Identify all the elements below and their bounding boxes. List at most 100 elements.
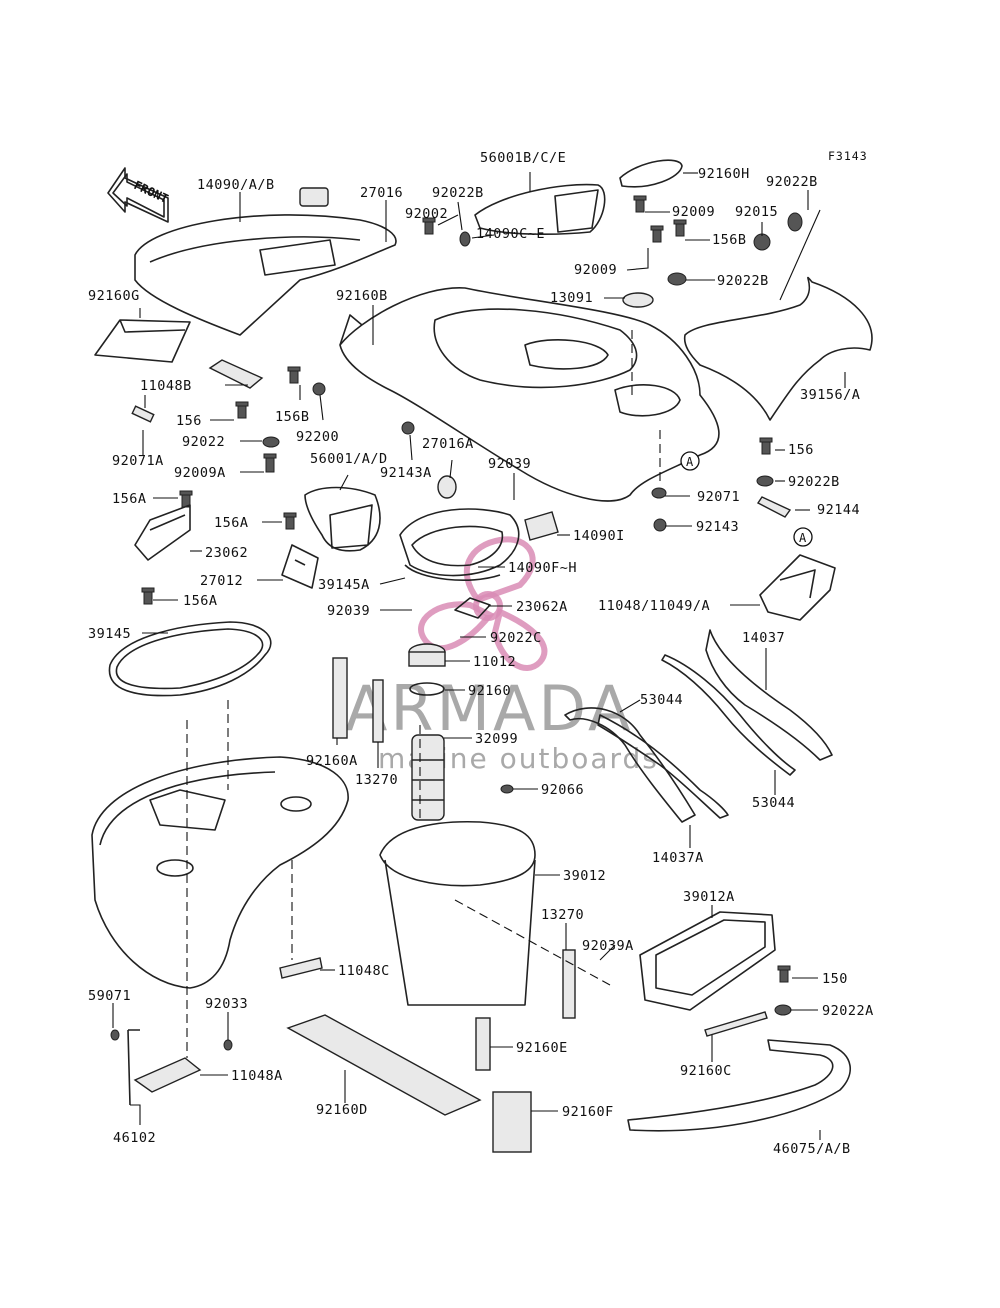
watermark-propeller-icon: [418, 536, 548, 671]
front-label: FRONT: [132, 178, 171, 206]
dashed-guides: [186, 330, 661, 1058]
meter-housing: [399, 475, 520, 581]
part-label: 92160D: [316, 1102, 368, 1118]
pad-92160H: [619, 159, 683, 188]
leader-lines: [112, 172, 846, 1140]
part-label: 11012: [473, 654, 516, 670]
part-label: 92022B: [788, 474, 840, 490]
part-label: 92022B: [717, 273, 769, 289]
bracket-11048-11049: [759, 554, 836, 621]
tray-39012A: [639, 911, 776, 1011]
callout-a-lower-label: A: [799, 531, 807, 545]
part-label: 92160C: [680, 1063, 732, 1079]
front-arrow-icon: [107, 167, 169, 223]
part-label: 14037A: [652, 850, 704, 866]
part-label: 156: [788, 442, 814, 458]
handle-46075: [627, 1039, 852, 1132]
pad-92160F: [492, 1091, 532, 1153]
callout-a-upper-label: A: [686, 455, 694, 469]
part-label: 39012A: [683, 889, 735, 905]
part-label: 92160G: [88, 288, 140, 304]
clip-92071A: [131, 405, 155, 423]
part-label: 14090I: [573, 528, 625, 544]
mount-13091: [622, 292, 654, 308]
rod-46102: [127, 1029, 140, 1106]
callout-a-lower: [793, 527, 813, 547]
part-label: 92160F: [562, 1104, 614, 1120]
bracket-11048A: [133, 1057, 202, 1093]
deck-inner-frame: [433, 308, 638, 389]
part-label: 14090/A/B: [197, 177, 275, 193]
pad-92160A: [332, 657, 348, 739]
pad-92160D: [286, 1014, 482, 1116]
part-label: 13091: [550, 290, 593, 306]
part-label: 92160B: [336, 288, 388, 304]
bracket-11048B: [208, 359, 264, 389]
part-label: 92144: [817, 502, 860, 518]
callout-a-upper: [680, 451, 700, 471]
plate-14090I: [524, 511, 559, 541]
deck-recess: [524, 339, 609, 370]
part-label: 92160: [468, 683, 511, 699]
hatch-latch: [299, 187, 329, 207]
part-label: 46075/A/B: [773, 1141, 851, 1157]
part-label: 92039: [488, 456, 531, 472]
part-label: 14090C~E: [476, 226, 545, 242]
part-label: 56001/A/D: [310, 451, 388, 467]
figure-code: F3143: [828, 149, 868, 163]
rail-14037A: [564, 707, 696, 823]
part-label: 11048/11049/A: [598, 598, 710, 614]
hatch-recess: [259, 239, 336, 276]
part-label: 56001B/C/E: [480, 150, 566, 166]
part-label: 92066: [541, 782, 584, 798]
part-label: 11048A: [231, 1068, 283, 1084]
bracket-11048C: [279, 957, 323, 979]
bracket-23062A: [454, 597, 491, 619]
part-label: 156A: [183, 593, 218, 609]
mirror-upper: [474, 183, 606, 235]
hatch-edge-line: [149, 236, 361, 263]
plate-13270-upper: [372, 679, 384, 743]
part-label: 92002: [405, 206, 448, 222]
part-label: 11048B: [140, 378, 192, 394]
part-label: 92200: [296, 429, 339, 445]
hull-opening: [149, 789, 226, 831]
part-label: 92033: [205, 996, 248, 1012]
part-label: 14090F~H: [508, 560, 577, 576]
part-label: 59071: [88, 988, 131, 1004]
part-label: 156B: [712, 232, 747, 248]
storage-bin: [379, 820, 536, 1006]
part-label: 92071A: [112, 453, 164, 469]
deck-body: [339, 287, 720, 502]
part-label: 39145: [88, 626, 131, 642]
part-label: 27016: [360, 185, 403, 201]
part-label: 92143: [696, 519, 739, 535]
part-label: 92009: [672, 204, 715, 220]
part-label: 53044: [640, 692, 683, 708]
rail-53044-upper: [661, 654, 796, 776]
part-label: 23062: [205, 545, 248, 561]
part-label: 92039A: [582, 938, 634, 954]
part-label: 92022C: [490, 630, 542, 646]
pad-92160G: [94, 319, 191, 363]
deck-lip: [339, 314, 363, 346]
clip-92144: [756, 496, 792, 518]
side-fairing: [683, 276, 873, 421]
part-label: 156A: [112, 491, 147, 507]
hull-port: [156, 859, 194, 877]
part-labels: 14090/A/B 27016 92022B 56001B/C/E 92160H…: [88, 150, 873, 1157]
part-label: 92009: [574, 262, 617, 278]
part-label: 23062A: [516, 599, 568, 615]
part-label: 156A: [214, 515, 249, 531]
part-label: 39012: [563, 868, 606, 884]
pad-92160E: [475, 1017, 491, 1071]
part-label: 39156/A: [800, 387, 860, 403]
part-label: 92160A: [306, 753, 358, 769]
gasket-39145: [108, 621, 272, 697]
rail-53044-lower: [597, 714, 729, 819]
part-label: 156B: [275, 409, 310, 425]
bracket-23062: [134, 504, 191, 561]
part-label: 92039: [327, 603, 370, 619]
plate-13270-lower: [562, 949, 576, 1019]
